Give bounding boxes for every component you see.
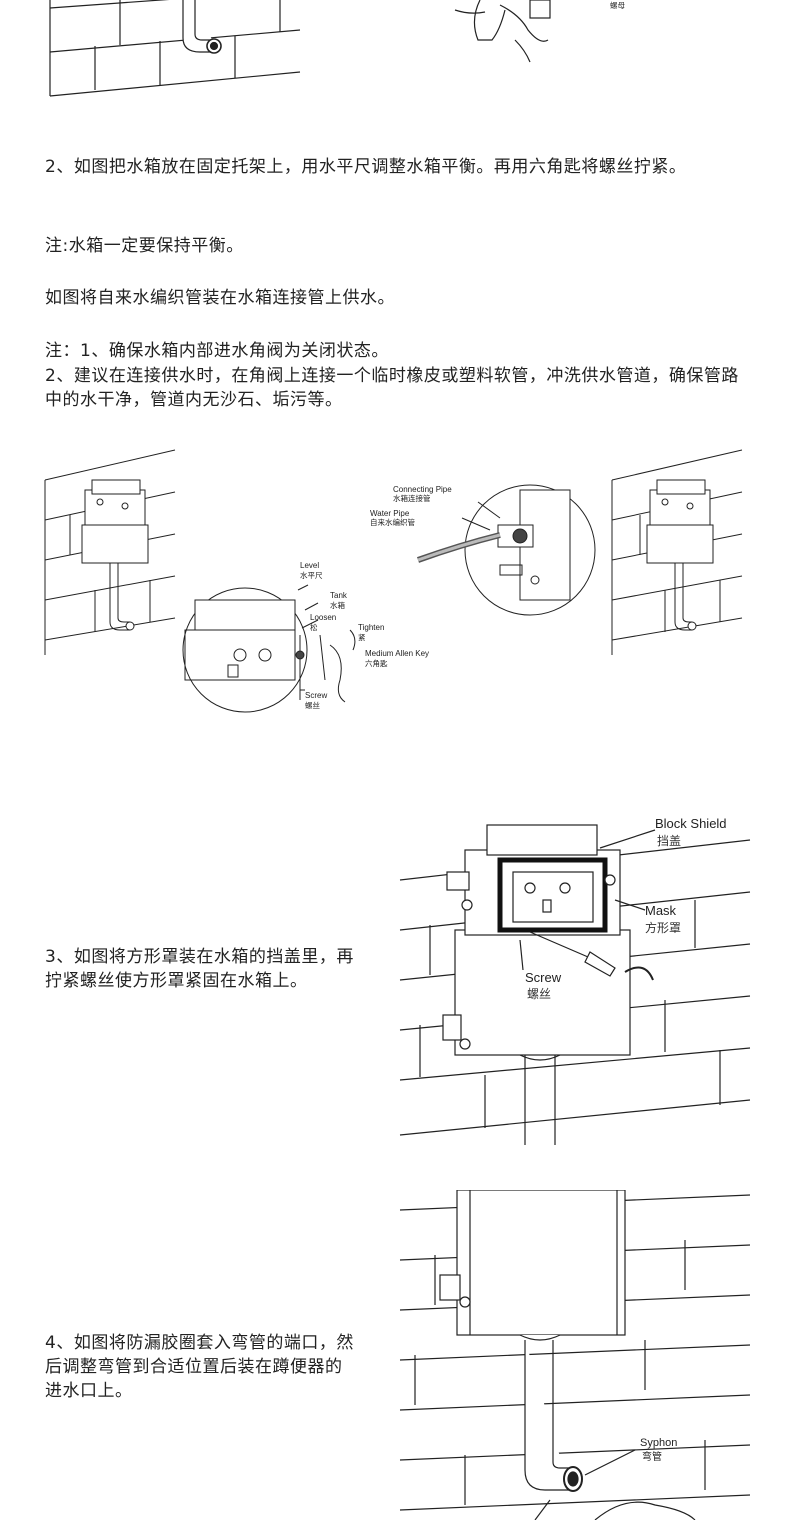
- step2-supply: 如图将自来水编织管装在水箱连接管上供水。: [45, 288, 395, 308]
- nut-label: 螺母: [610, 0, 625, 10]
- screw-label-cn: 螺丝: [305, 700, 320, 710]
- water-pipe-label: Water Pipe: [370, 509, 410, 518]
- step3-instruction: 3、如图将方形罩装在水箱的挡盖里，再拧紧螺丝使方形罩紧固在水箱上。: [45, 947, 354, 991]
- step4-instruction: 4、如图将防漏胶圈套入弯管的端口，然后调整弯管到合适位置后装在蹲便器的进水口上。: [45, 1333, 354, 1401]
- pipe-connection-diagram: [416, 484, 596, 616]
- level-label: Level: [300, 561, 319, 570]
- mask-label: Mask: [645, 903, 677, 918]
- tighten-label: Tighten: [358, 623, 384, 632]
- step2-note2: 2、建议在连接供水时，在角阀上连接一个临时橡皮或塑料软管，冲洗供水管道，确保管路…: [45, 366, 739, 410]
- water-pipe-label-cn: 自来水编织管: [370, 517, 415, 527]
- connecting-pipe-label-cn: 水箱连接管: [393, 493, 431, 503]
- step2-instruction: 2、如图把水箱放在固定托架上，用水平尺调整水箱平衡。再用六角匙将螺丝拧紧。: [45, 157, 687, 177]
- block-shield-label-cn: 挡盖: [657, 834, 681, 848]
- loosen-label-cn: 松: [310, 622, 318, 632]
- connecting-pipe-label: Connecting Pipe: [393, 485, 452, 494]
- tighten-label-cn: 紧: [358, 633, 366, 642]
- level-label-cn: 水平尺: [300, 570, 323, 580]
- tank-label: Tank: [330, 591, 348, 600]
- syphon-label: Syphon: [640, 1437, 677, 1449]
- step3-mask-diagram: Block Shield 挡盖 Mask 方形罩 Screw 螺丝: [399, 816, 751, 1145]
- left-wall-diagram: [44, 449, 176, 655]
- step2-note: 注:水箱一定要保持平衡。: [45, 236, 244, 256]
- step2-note1: 注：1、确保水箱内部进水角阀为关闭状态。: [45, 341, 389, 361]
- top-wall-figure: 螺母: [49, 0, 625, 97]
- level-zoom-diagram: [182, 584, 356, 713]
- block-shield-label: Block Shield: [655, 816, 727, 831]
- syphon-label-cn: 弯管: [642, 1450, 662, 1463]
- screw-label-step3: Screw: [525, 970, 562, 985]
- tank-label-cn: 水箱: [330, 600, 345, 610]
- mask-label-cn: 方形罩: [645, 920, 681, 935]
- screw-label: Screw: [305, 691, 327, 700]
- installation-figure-2: Level 水平尺 Tank 水箱 Loosen 松 Tighten 紧 Med…: [44, 449, 743, 713]
- right-wall-diagram: [611, 449, 743, 655]
- loosen-label: Loosen: [310, 613, 336, 622]
- allen-key-label: Medium Allen Key: [365, 649, 429, 658]
- allen-key-label-cn: 六角匙: [365, 658, 388, 668]
- screw-label-step3-cn: 螺丝: [527, 987, 551, 1001]
- step4-syphon-diagram: Syphon 弯管: [399, 1190, 751, 1520]
